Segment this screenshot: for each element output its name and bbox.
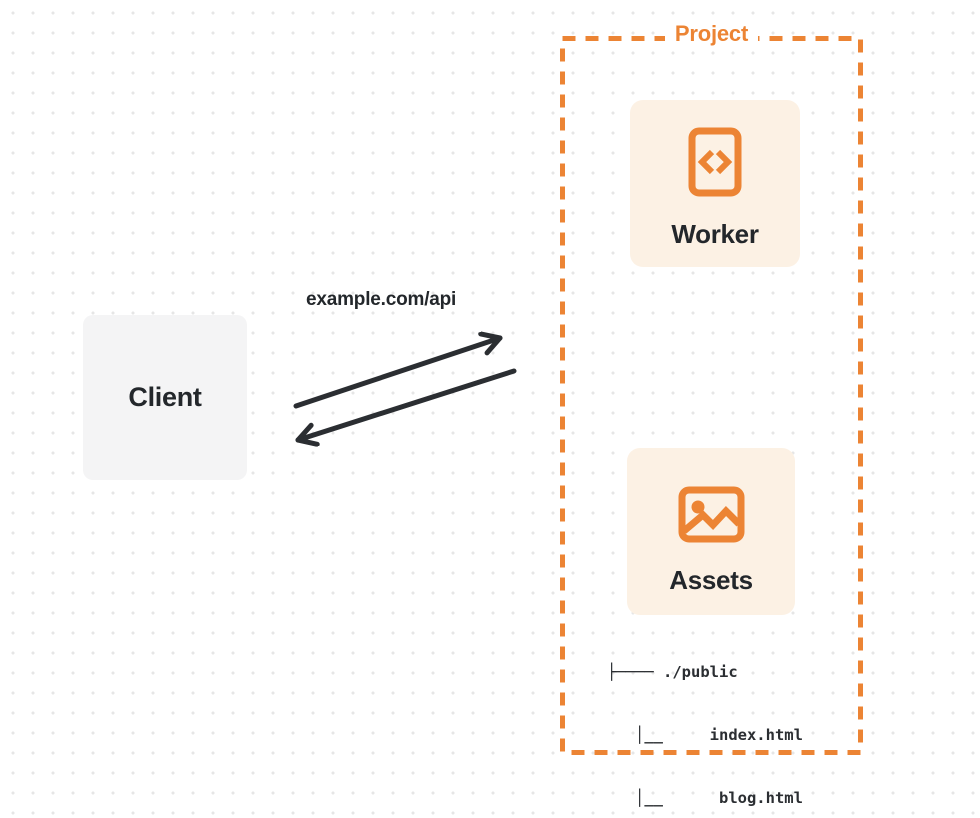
- client-label: Client: [128, 382, 202, 412]
- assets-node: Assets: [627, 448, 795, 615]
- project-label: Project: [664, 21, 759, 47]
- request-arrow: [293, 338, 503, 409]
- project-boundary: Project: [560, 21, 863, 47]
- response-arrow: [295, 368, 517, 440]
- assets-label: Assets: [669, 565, 753, 595]
- image-icon: [678, 486, 744, 543]
- worker-node: Worker: [630, 100, 800, 267]
- file-tree-line: │__ index.html: [607, 726, 803, 744]
- request-url-label: example.com/api: [306, 289, 457, 310]
- file-tree: ├──── ./public │__ index.html │__ blog.h…: [607, 620, 803, 818]
- file-tree-line: ├──── ./public: [607, 663, 738, 681]
- worker-label: Worker: [671, 219, 759, 249]
- client-node: Client: [83, 315, 247, 480]
- code-document-icon: [688, 127, 742, 197]
- file-tree-line: │__ blog.html: [607, 789, 803, 807]
